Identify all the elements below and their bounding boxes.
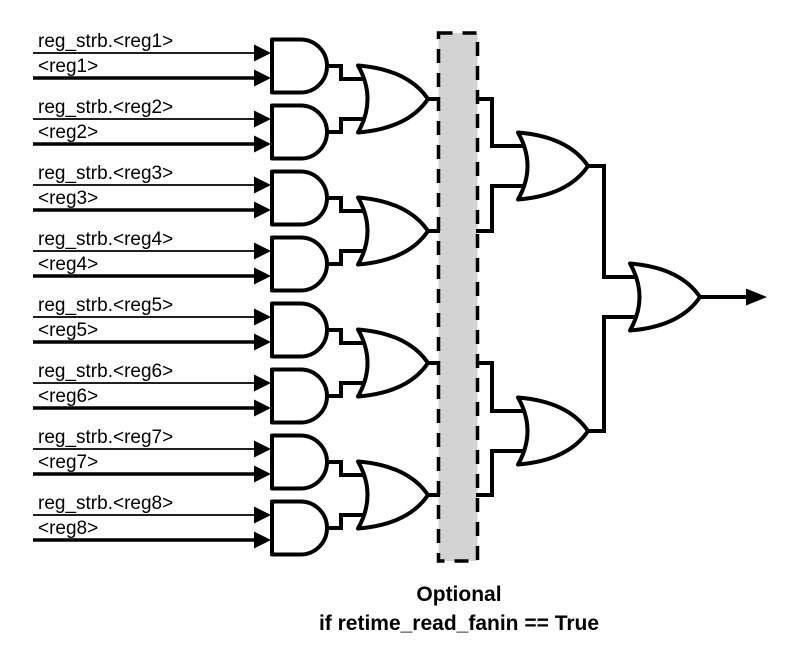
wire-and8-to-or4 [327,513,378,530]
reg-label: <reg4> [38,254,98,275]
and-gate-6 [270,367,329,425]
or-gate-l2-4 [356,459,430,531]
output-arrowhead-icon [746,288,767,306]
reg-label: <reg5> [38,320,98,341]
strobe-label: reg_strb.<reg5> [38,295,173,316]
wire-or6-to-final [588,315,649,433]
reg-label: <reg6> [38,386,98,407]
strobe-arrowhead-icon [254,242,271,260]
strobe-arrowhead-icon [254,440,271,458]
or-gate-l2-3 [356,327,430,399]
or-gate-final [628,261,702,333]
wire-and4-to-or2 [327,249,378,266]
strobe-arrowhead-icon [254,506,271,524]
or-gate-l3-top [516,130,590,202]
reg-label: <reg2> [38,122,98,143]
wire-and3-to-or2 [327,196,378,213]
strobe-arrowhead-icon [254,44,271,62]
wire-region-to-or5-a [476,97,537,148]
reg-arrowhead-icon [254,267,271,285]
strobe-label: reg_strb.<reg2> [38,97,173,118]
reg-arrowhead-icon [254,69,271,87]
input-group-reg4: reg_strb.<reg4> <reg4> [33,229,329,293]
optional-retime-region [436,31,480,563]
reg-arrowhead-icon [254,135,271,153]
or-gate-l2-1 [356,63,430,135]
reg-label: <reg3> [38,188,98,209]
input-group-reg5: reg_strb.<reg5> <reg5> [33,295,329,359]
strobe-label: reg_strb.<reg7> [38,427,173,448]
wire-or5-to-final [588,164,649,279]
wire-and7-to-or4 [327,460,378,477]
wire-region-to-or6-a [476,361,537,413]
strobe-arrowhead-icon [254,110,271,128]
strobe-label: reg_strb.<reg4> [38,229,173,250]
strobe-arrowhead-icon [254,308,271,326]
input-group-reg1: reg_strb.<reg1> <reg1> [33,31,329,95]
reg-arrowhead-icon [254,531,271,549]
and-gate-3 [270,169,329,227]
and-gate-2 [270,103,329,161]
input-group-reg7: reg_strb.<reg7> <reg7> [33,427,329,491]
strobe-arrowhead-icon [254,374,271,392]
strobe-label: reg_strb.<reg6> [38,361,173,382]
input-group-reg2: reg_strb.<reg2> <reg2> [33,97,329,161]
input-group-reg8: reg_strb.<reg8> <reg8> [33,493,329,557]
reg-arrowhead-icon [254,201,271,219]
and-gate-4 [270,235,329,293]
wire-and2-to-or1 [327,117,378,134]
wire-and1-to-or1 [327,64,378,81]
reg-label: <reg7> [38,452,98,473]
strobe-label: reg_strb.<reg1> [38,31,173,52]
and-gate-7 [270,433,329,491]
wire-region-to-or6-b [476,449,537,497]
strobe-label: reg_strb.<reg8> [38,493,173,514]
or-gate-l3-bottom [516,395,590,467]
caption-line2: if retime_read_fanin == True [319,612,599,635]
reg-label: <reg1> [38,56,98,77]
input-group-reg3: reg_strb.<reg3> <reg3> [33,163,329,227]
strobe-arrowhead-icon [254,176,271,194]
reg-label: <reg8> [38,518,98,539]
and-gate-8 [270,499,329,557]
wire-and5-to-or3 [327,328,378,345]
caption-line1: Optional [416,583,501,606]
or-gate-l2-2 [356,195,430,267]
and-gate-1 [270,37,329,95]
input-group-reg6: reg_strb.<reg6> <reg6> [33,361,329,425]
reg-arrowhead-icon [254,333,271,351]
reg-arrowhead-icon [254,465,271,483]
reg-arrowhead-icon [254,399,271,417]
wire-and6-to-or3 [327,381,378,398]
wire-region-to-or5-b [476,184,537,233]
and-gate-5 [270,301,329,359]
strobe-label: reg_strb.<reg3> [38,163,173,184]
